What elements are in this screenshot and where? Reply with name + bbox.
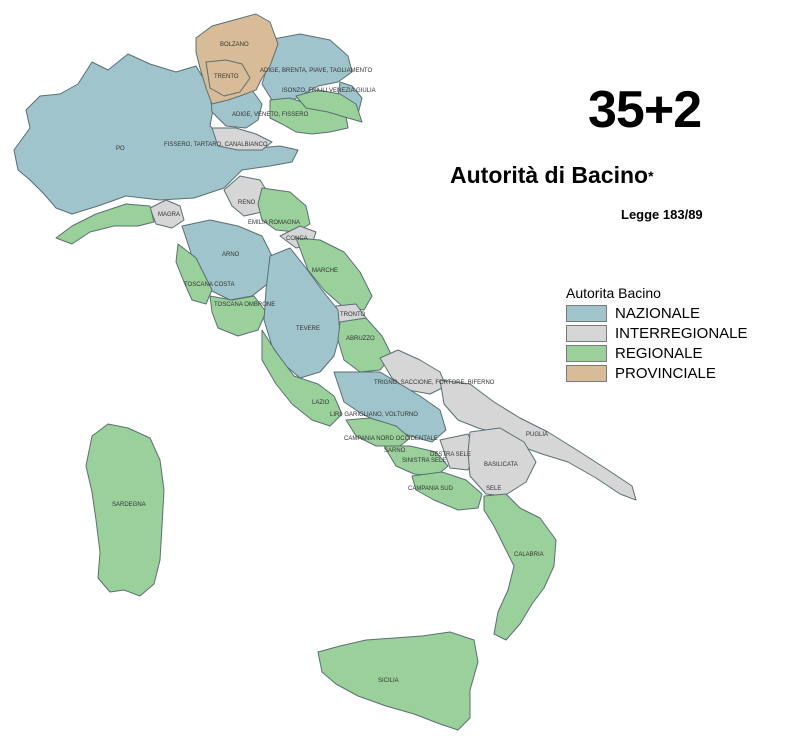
legend-item-interregionale: INTERREGIONALE: [566, 323, 748, 343]
label-basilicata: BASILICATA: [484, 462, 518, 468]
label-trigno: TRIGNO, SACCIONE, FORTORE, BIFERNO: [374, 380, 495, 386]
legend-swatch-nazionale: [566, 304, 607, 322]
region-campania-sud[interactable]: [411, 471, 483, 511]
region-toscana-ombrone[interactable]: [209, 295, 267, 337]
label-sinistra-sele: SINISTRA SELE: [402, 458, 446, 464]
region-liri-volturno[interactable]: [333, 371, 447, 443]
label-destra-sele: DESTRA SELE: [430, 452, 471, 458]
region-puglia[interactable]: [439, 379, 637, 501]
label-arno: ARNO: [222, 252, 240, 258]
region-labels: BOLZANO TRENTO ADIGE, BRENTA, PIAVE, TAG…: [112, 42, 548, 684]
label-puglia: PUGLIA: [526, 432, 548, 438]
region-sarno-sele[interactable]: [383, 445, 449, 477]
label-isonzo: ISONZO, FRIULI VENEZIA GIULIA: [282, 88, 376, 94]
label-veneto: ADIGE, VENETO, FISSERO: [232, 112, 309, 118]
map-legend: Autorita Bacino NAZIONALE INTERREGIONALE…: [566, 285, 748, 383]
label-abruzzo: ABRUZZO: [346, 336, 375, 342]
region-basilicata[interactable]: [467, 427, 537, 497]
label-magra: MAGRA: [158, 212, 180, 218]
legend-item-nazionale: NAZIONALE: [566, 303, 748, 323]
label-piave: ADIGE, BRENTA, PIAVE, TAGLIAMENTO: [260, 68, 372, 74]
label-sardegna: SARDEGNA: [112, 502, 146, 508]
label-marche: MARCHE: [312, 268, 338, 274]
label-campania-sud: CAMPANIA SUD: [408, 486, 454, 492]
headline-law: Legge 183/89: [621, 207, 703, 222]
label-sarno: SARNO: [384, 448, 406, 454]
headline-asterisk: *: [648, 168, 654, 184]
region-liguria[interactable]: [55, 203, 155, 245]
label-fissero: FISSERO, TARTARO, CANALBIANCO: [164, 142, 268, 148]
region-tevere[interactable]: [263, 247, 341, 379]
label-calabria: CALABRIA: [514, 552, 544, 558]
region-calabria[interactable]: [483, 493, 557, 641]
region-magra[interactable]: [149, 199, 185, 229]
headline-number: 35+2: [588, 81, 702, 139]
region-sicilia[interactable]: [317, 631, 479, 731]
legend-swatch-interregionale: [566, 324, 607, 342]
label-tronto: TRONTO: [340, 312, 366, 318]
region-friuli[interactable]: [295, 89, 363, 123]
legend-label-provinciale: PROVINCIALE: [615, 364, 716, 382]
label-lazio: LAZIO: [312, 400, 330, 406]
region-piave-brenta[interactable]: [261, 33, 353, 105]
label-sicilia: SICILIA: [378, 678, 399, 684]
legend-title: Autorita Bacino: [566, 285, 661, 301]
label-campania-no: CAMPANIA NORD OCCIDENTALE: [344, 436, 438, 442]
legend-label-regionale: REGIONALE: [615, 344, 703, 362]
legend-swatch-regionale: [566, 344, 607, 362]
headline-title-text: Autorità di Bacino: [450, 162, 649, 188]
label-tevere: TEVERE: [296, 326, 320, 332]
label-conca: CONCA: [286, 236, 308, 242]
label-toscana-ombrone: TOSCANA OMBRONE: [214, 302, 275, 308]
region-campania-no[interactable]: [345, 417, 411, 447]
legend-label-interregionale: INTERREGIONALE: [615, 324, 748, 342]
label-liri: LIRI, GARIGLIANO, VOLTURNO: [330, 412, 418, 418]
region-trento[interactable]: [205, 59, 251, 97]
label-trento: TRENTO: [214, 74, 239, 80]
region-toscana-costa[interactable]: [175, 243, 213, 305]
label-reno: RENO: [238, 200, 256, 206]
region-lazio[interactable]: [261, 329, 343, 427]
region-fissero[interactable]: [211, 127, 273, 151]
legend-item-regionale: REGIONALE: [566, 343, 748, 363]
legend-swatch-provinciale: [566, 364, 607, 382]
label-bolzano: BOLZANO: [220, 42, 249, 48]
label-sele: SELE: [486, 486, 501, 492]
legend-item-provinciale: PROVINCIALE: [566, 363, 748, 383]
legend-label-nazionale: NAZIONALE: [615, 304, 701, 322]
region-abruzzo[interactable]: [337, 317, 393, 373]
region-sardegna[interactable]: [85, 423, 165, 597]
label-po: PO: [116, 146, 125, 152]
label-emilia: EMILIA ROMAGNA: [248, 220, 300, 226]
headline-title: Autorità di Bacino*: [450, 162, 654, 189]
label-toscana-costa: TOSCANA COSTA: [184, 282, 234, 288]
region-marche[interactable]: [295, 237, 373, 311]
